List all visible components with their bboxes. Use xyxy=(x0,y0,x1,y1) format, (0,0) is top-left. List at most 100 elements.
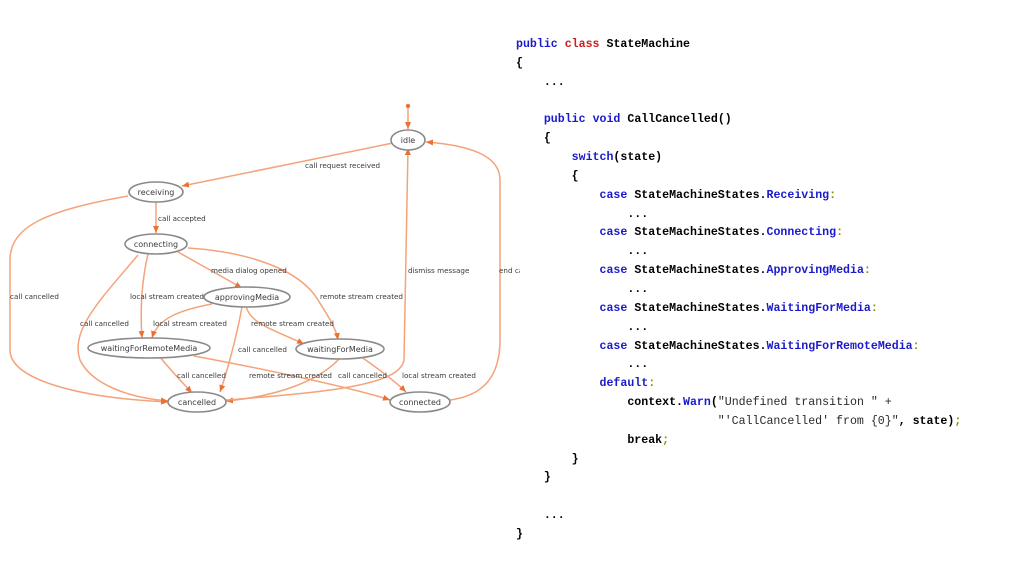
code-enum-member: Receiving xyxy=(766,188,830,202)
code-line-method-decl: public void CallCancelled() xyxy=(516,111,1016,130)
initial-state-dot xyxy=(405,103,411,109)
code-line: { xyxy=(516,130,1016,149)
code-line-break: break; xyxy=(516,432,1016,451)
code-brace: { xyxy=(571,169,579,183)
state-node-cancelled: cancelled xyxy=(167,391,227,413)
code-text: StateMachineStates. xyxy=(634,264,767,278)
code-ellipsis: ... xyxy=(627,320,649,334)
code-keyword: case xyxy=(599,339,628,353)
code-text: , state) xyxy=(898,414,955,428)
code-keyword: default xyxy=(599,377,649,391)
code-line: ... xyxy=(516,206,1016,225)
state-node-connected: connected xyxy=(389,391,451,413)
code-ellipsis: ... xyxy=(543,509,565,523)
code-listing: public class StateMachine { ... public v… xyxy=(516,36,1016,545)
code-punct: : xyxy=(829,188,837,202)
edge-wfm-connected xyxy=(359,355,407,393)
code-text: StateMachineStates. xyxy=(634,226,767,240)
code-brace: { xyxy=(543,132,551,146)
code-enum-member: WaitingForRemoteMedia xyxy=(766,339,913,353)
edge-label-remote-stream-created-1: remote stream created xyxy=(320,292,403,301)
state-label-approving-media: approvingMedia xyxy=(215,293,279,302)
edge-label-media-dialog-opened: media dialog opened xyxy=(211,266,287,275)
code-keyword: case xyxy=(599,226,628,240)
edge-label-call-cancelled-wfrm: call cancelled xyxy=(177,371,226,380)
edge-label-end-call: end call xyxy=(499,266,520,275)
state-diagram: idle receiving connecting approvingMedia… xyxy=(9,103,520,413)
edge-wfrm-connected xyxy=(193,355,391,401)
edge-label-remote-stream-created-2: remote stream created xyxy=(251,319,334,328)
code-punct: : xyxy=(836,226,844,240)
edge-connecting-cancelled xyxy=(77,254,169,404)
edge-wfrm-cancelled xyxy=(159,356,193,394)
code-keyword: switch xyxy=(571,151,614,165)
code-line-case: case StateMachineStates.Receiving: xyxy=(516,187,1016,206)
state-node-receiving: receiving xyxy=(128,181,184,203)
edge-approving-wfm xyxy=(245,305,305,345)
code-string: "'CallCancelled' from {0}" xyxy=(717,414,899,428)
code-line: } xyxy=(516,451,1016,470)
edge-label-call-request-received: call request received xyxy=(305,161,380,170)
edge-label-remote-stream-created-3: remote stream created xyxy=(249,371,332,380)
state-label-waiting-for-media: waitingForMedia xyxy=(307,345,373,354)
state-label-connected: connected xyxy=(399,398,441,407)
code-method-name: CallCancelled() xyxy=(627,113,732,127)
state-label-cancelled: cancelled xyxy=(178,398,216,407)
code-line: ... xyxy=(516,507,1016,526)
code-class-name: StateMachine xyxy=(606,38,690,51)
code-line: } xyxy=(516,526,1016,545)
edge-label-call-cancelled-wfm: call cancelled xyxy=(338,371,387,380)
edge-label-call-cancelled-receiving: call cancelled xyxy=(10,292,59,301)
edge-label-local-stream-created-1: local stream created xyxy=(130,292,204,301)
code-line: ... xyxy=(516,243,1016,262)
edge-idle-receiving xyxy=(181,142,394,188)
code-punct: ; xyxy=(954,414,962,428)
code-text: context. xyxy=(627,396,683,410)
edge-approving-wfrm xyxy=(151,303,213,339)
edge-connecting-wfm xyxy=(187,247,340,341)
state-node-waiting-for-media: waitingForMedia xyxy=(295,338,385,360)
code-line-class-decl: public class StateMachine xyxy=(516,36,1016,55)
code-punct: : xyxy=(870,301,878,315)
edge-approving-cancelled xyxy=(219,306,243,393)
code-line: ... xyxy=(516,74,1016,93)
code-keyword: class xyxy=(564,38,600,51)
code-punct: : xyxy=(863,264,871,278)
code-keyword: case xyxy=(599,188,628,202)
code-punct: : xyxy=(912,339,920,353)
code-brace: } xyxy=(543,471,551,485)
code-line: } xyxy=(516,469,1016,488)
code-enum-member: ApprovingMedia xyxy=(766,264,864,278)
code-text: StateMachineStates. xyxy=(634,339,767,353)
code-ellipsis: ... xyxy=(627,358,649,372)
code-keyword: public xyxy=(543,113,586,127)
code-keyword: void xyxy=(592,113,621,127)
code-line-case: case StateMachineStates.WaitingForRemote… xyxy=(516,338,1016,357)
code-keyword: case xyxy=(599,301,628,315)
code-line: { xyxy=(516,168,1016,187)
edge-receiving-cancelled xyxy=(9,195,169,405)
code-line-case: case StateMachineStates.WaitingForMedia: xyxy=(516,300,1016,319)
code-ellipsis: ... xyxy=(627,245,649,259)
code-keyword: public xyxy=(516,38,558,51)
code-punct: : xyxy=(648,377,656,391)
edge-label-call-cancelled-approving: call cancelled xyxy=(238,345,287,354)
code-keyword: break xyxy=(627,433,663,447)
code-line: { xyxy=(516,56,523,70)
code-brace: } xyxy=(516,527,523,541)
code-ellipsis: ... xyxy=(627,207,649,221)
code-line xyxy=(516,93,1016,112)
code-punct: ; xyxy=(662,433,670,447)
code-text: StateMachineStates. xyxy=(634,301,767,315)
code-keyword: case xyxy=(599,264,628,278)
code-punct: ( xyxy=(710,396,718,410)
state-label-idle: idle xyxy=(401,136,416,145)
code-line-warn-cont: "'CallCancelled' from {0}", state); xyxy=(516,413,1016,432)
code-ellipsis: ... xyxy=(627,282,649,296)
code-line: ... xyxy=(516,319,1016,338)
edge-cancelled-idle xyxy=(225,147,411,401)
state-node-connecting: connecting xyxy=(124,233,188,255)
code-method-call: Warn xyxy=(683,396,711,410)
code-line: ... xyxy=(516,281,1016,300)
code-line-default: default: xyxy=(516,375,1016,394)
